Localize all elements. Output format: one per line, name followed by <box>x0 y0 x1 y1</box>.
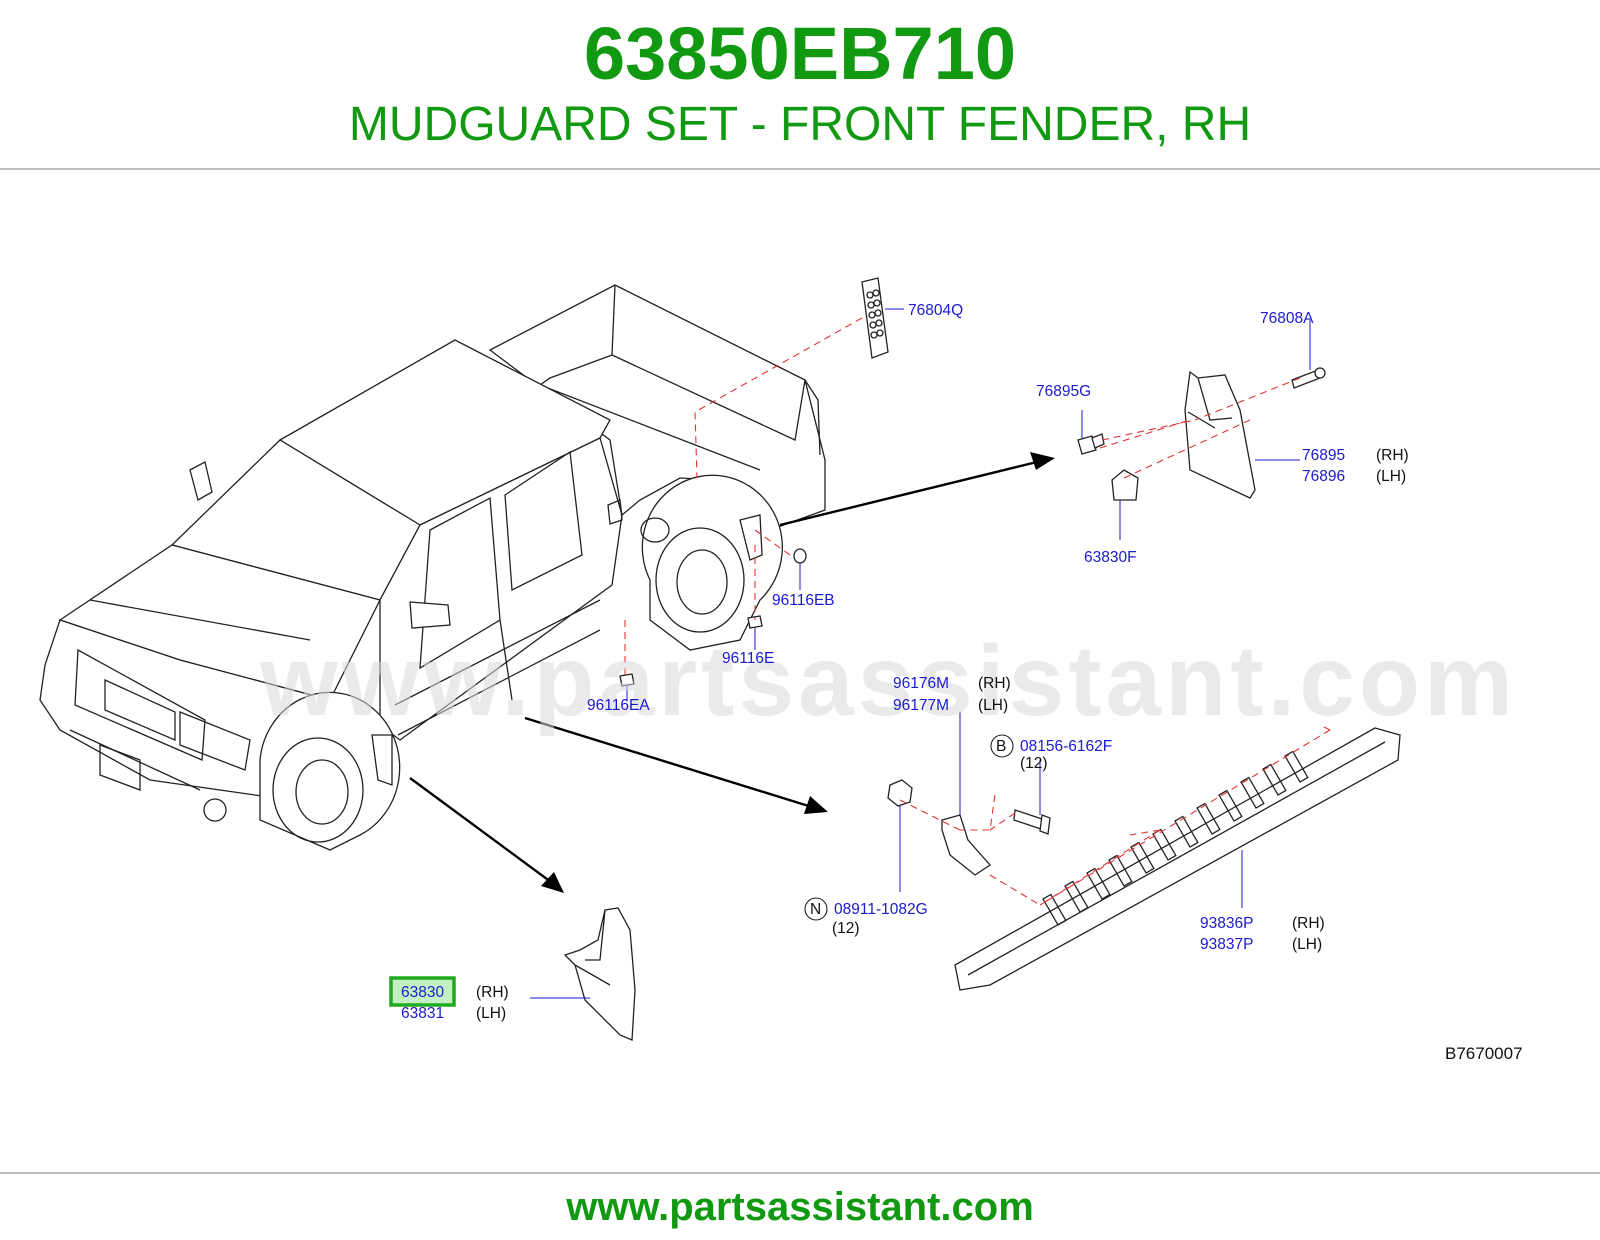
callout-63831[interactable]: 63831 <box>401 1005 444 1022</box>
step-bracket-96176M <box>941 814 991 876</box>
callout-08911-qty: (12) <box>832 920 860 937</box>
callout-96177M-side: (LH) <box>978 697 1008 714</box>
callout-63831-side: (LH) <box>476 1005 506 1022</box>
dashed-assembly-lines <box>624 317 1331 906</box>
callout-63830F[interactable]: 63830F <box>1084 549 1137 566</box>
callout-63830-side: (RH) <box>476 984 509 1001</box>
callout-93836P[interactable]: 93836P <box>1200 915 1253 932</box>
callout-96116EA[interactable]: 96116EA <box>587 697 650 714</box>
callout-96116E[interactable]: 96116E <box>722 650 774 667</box>
truck-illustration <box>39 284 826 851</box>
side-step-93836P <box>954 727 1401 991</box>
footer-url[interactable]: www.partsassistant.com <box>566 1185 1034 1229</box>
rear-mudguard <box>1184 370 1256 499</box>
callout-96116EB[interactable]: 96116EB <box>772 592 835 609</box>
header: 63850EB710 MUDGUARD SET - FRONT FENDER, … <box>0 0 1600 168</box>
callout-76896[interactable]: 76896 <box>1302 468 1345 485</box>
callout-96176M[interactable]: 96176M <box>893 675 949 692</box>
callout-76895G[interactable]: 76895G <box>1036 383 1091 400</box>
footer-divider <box>0 1172 1600 1174</box>
callout-63830[interactable]: 63830 <box>401 984 444 1001</box>
callout-08156-6162F[interactable]: 08156-6162F <box>1020 738 1112 755</box>
callout-08156-qty: (12) <box>1020 755 1048 772</box>
part-number-title: 63850EB710 <box>583 12 1017 95</box>
callout-76895-side: (RH) <box>1376 447 1409 464</box>
callout-93836P-side: (RH) <box>1292 915 1325 932</box>
bolt-08156 <box>1013 809 1051 835</box>
callout-93837P[interactable]: 93837P <box>1200 936 1253 953</box>
clip-96116EB <box>793 548 807 564</box>
direction-arrows <box>409 452 1055 893</box>
callout-76808A[interactable]: 76808A <box>1260 310 1314 327</box>
clip-96116EA <box>619 673 635 687</box>
callout-08911-prefix: N <box>810 901 821 918</box>
callout-96177M[interactable]: 96177M <box>893 697 949 714</box>
callout-93837P-side: (LH) <box>1292 936 1322 953</box>
watermark: www.partsassistant.com <box>259 625 1517 737</box>
callout-96176M-side: (RH) <box>978 675 1011 692</box>
nut-08911 <box>887 779 913 807</box>
part-description: MUDGUARD SET - FRONT FENDER, RH <box>348 98 1252 151</box>
callout-08911-badge <box>804 897 828 921</box>
callout-08911-1082G[interactable]: 08911-1082G <box>834 901 928 918</box>
screw-76808A <box>1291 367 1326 389</box>
callout-76804Q[interactable]: 76804Q <box>908 302 963 319</box>
clip-96116E <box>747 615 763 629</box>
front-mudguard-63830 <box>563 907 636 1041</box>
callout-76895[interactable]: 76895 <box>1302 447 1345 464</box>
clip-76895G <box>1077 433 1105 455</box>
callout-08156-prefix: B <box>996 738 1006 755</box>
callout-leaders <box>530 308 1311 999</box>
clip-plate-76804Q <box>861 277 889 359</box>
callout-76896-side: (LH) <box>1376 468 1406 485</box>
callout-08156-badge <box>990 734 1014 758</box>
selected-part-highlight[interactable] <box>389 976 456 1007</box>
grommet-63830F <box>1111 469 1139 501</box>
header-divider <box>0 168 1600 170</box>
diagram-reference-code: B7670007 <box>1445 1044 1523 1063</box>
